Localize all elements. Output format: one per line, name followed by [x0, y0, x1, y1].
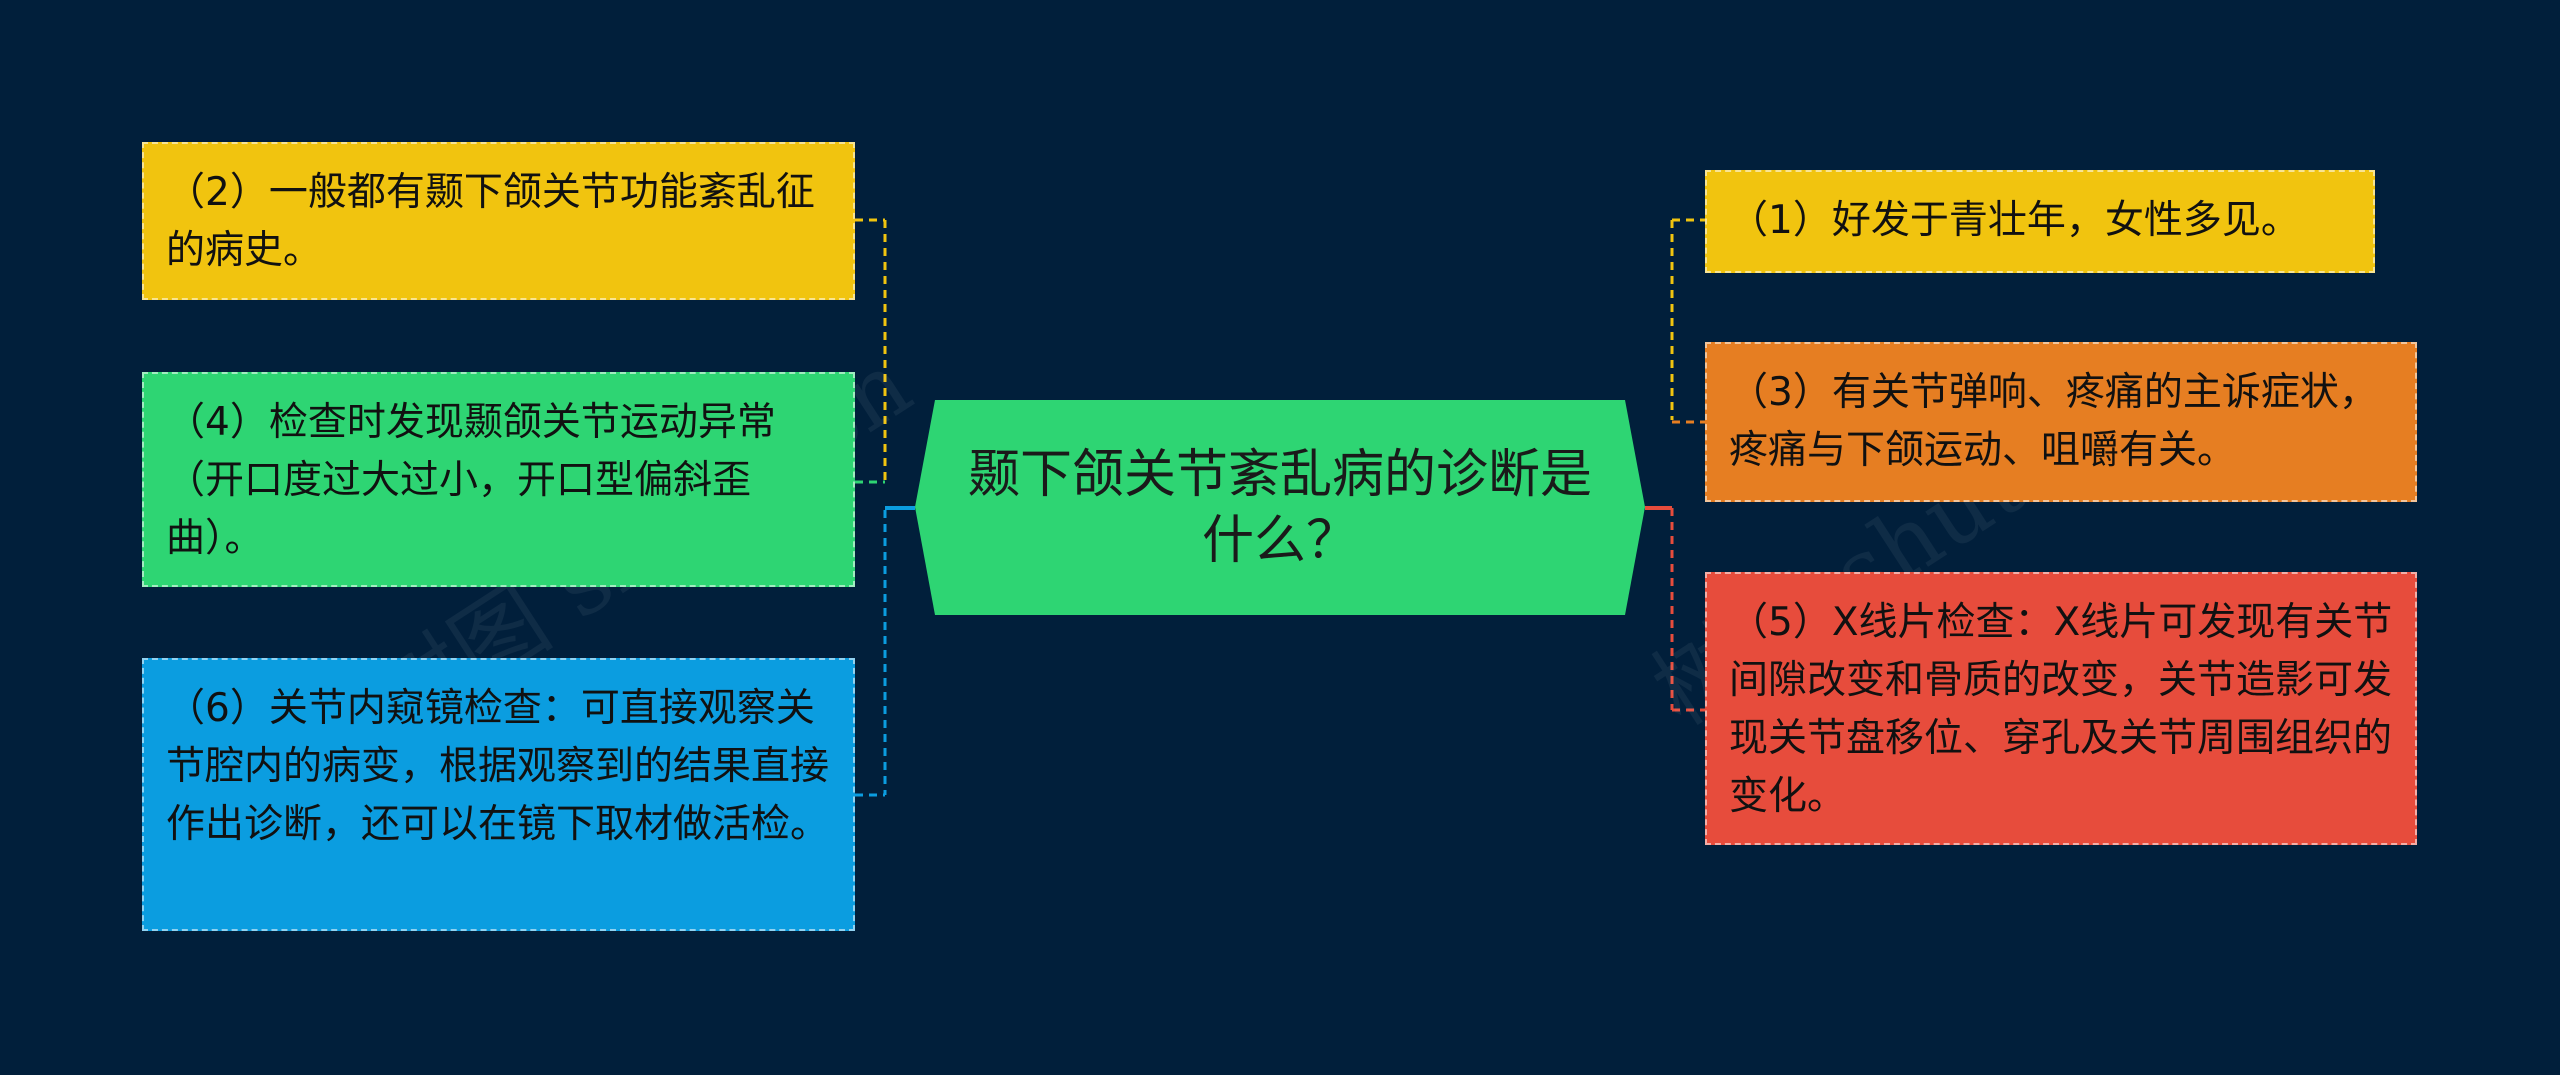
topic-node-right-2[interactable]: （3）有关节弹响、疼痛的主诉症状，疼痛与下颌运动、咀嚼有关。 — [1705, 342, 2417, 502]
topic-node-label: （6）关节内窥镜检查：可直接观察关节腔内的病变，根据观察到的结果直接作出诊断，还… — [166, 686, 830, 847]
central-topic-label: 颞下颌关节紊乱病的诊断是什么？ — [967, 444, 1592, 571]
topic-node-label: （1）好发于青壮年，女性多见。 — [1729, 198, 2300, 243]
topic-node-left-1[interactable]: （2）一般都有颞下颌关节功能紊乱征的病史。 — [142, 142, 855, 300]
central-topic-shape — [915, 400, 1645, 615]
topic-node-label: （4）检查时发现颞颌关节运动异常（开口度过大过小，开口型偏斜歪曲）。 — [166, 400, 776, 561]
topic-node-label: （5）X线片检查：X线片可发现有关节间隙改变和骨质的改变，关节造影可发现关节盘移… — [1729, 600, 2393, 819]
topic-node-right-1[interactable]: （1）好发于青壮年，女性多见。 — [1705, 170, 2375, 273]
topic-node-left-2[interactable]: （4）检查时发现颞颌关节运动异常（开口度过大过小，开口型偏斜歪曲）。 — [142, 372, 855, 587]
topic-node-label: （3）有关节弹响、疼痛的主诉症状，疼痛与下颌运动、咀嚼有关。 — [1729, 370, 2378, 473]
central-topic[interactable]: 颞下颌关节紊乱病的诊断是什么？ — [915, 400, 1645, 615]
topic-node-label: （2）一般都有颞下颌关节功能紊乱征的病史。 — [166, 170, 815, 273]
topic-node-left-3[interactable]: （6）关节内窥镜检查：可直接观察关节腔内的病变，根据观察到的结果直接作出诊断，还… — [142, 658, 855, 931]
topic-node-right-3[interactable]: （5）X线片检查：X线片可发现有关节间隙改变和骨质的改变，关节造影可发现关节盘移… — [1705, 572, 2417, 845]
